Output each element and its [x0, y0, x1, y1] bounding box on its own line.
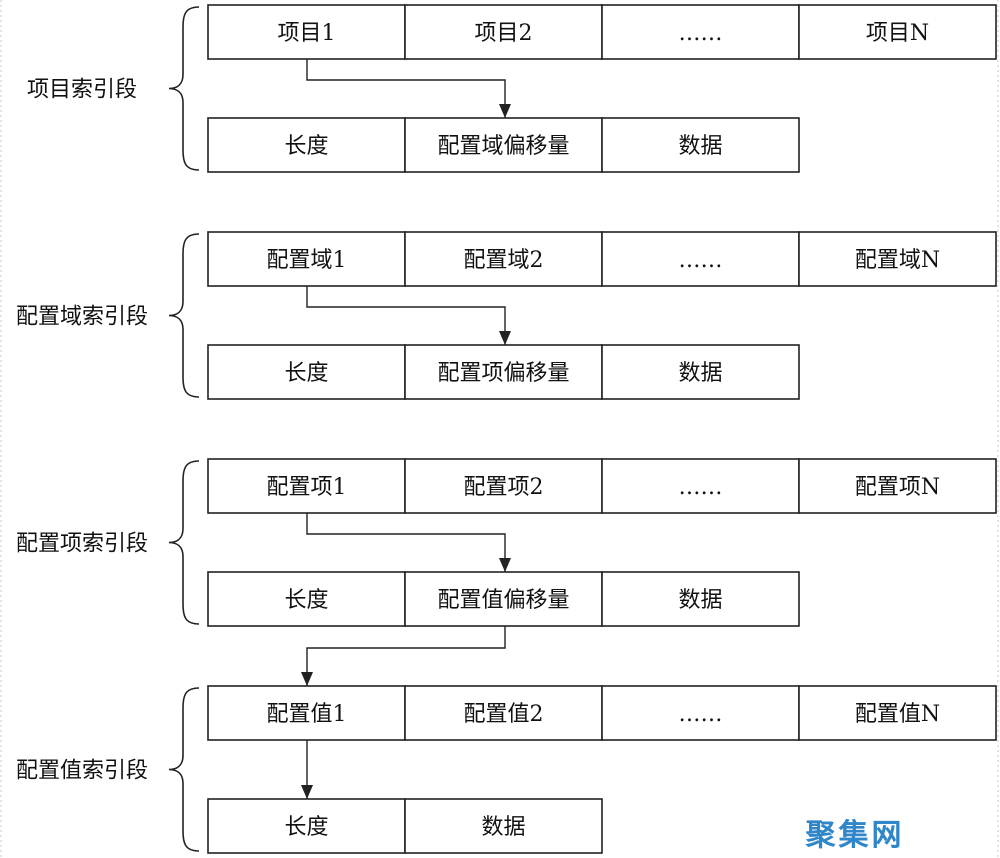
index-section: 项目1 项目2 …… 项目N 长度 配置域偏移量 数据 项目索引段 — [27, 4, 997, 173]
field-row-cell-label: 配置值偏移量 — [437, 588, 569, 613]
entry-row-cell-label: …… — [679, 475, 723, 500]
pointer-arrow-head — [499, 558, 511, 572]
value-offset-arrow-line — [306, 626, 506, 686]
entry-row-cell-label: 配置值2 — [464, 702, 544, 727]
entry-row-cell — [207, 685, 406, 741]
field-row-cell — [207, 798, 406, 854]
pointer-arrow-head — [499, 104, 511, 118]
pointer-arrow — [306, 286, 511, 345]
field-row-cell-label: 配置项偏移量 — [437, 361, 569, 386]
entry-row-cell-label: 配置值N — [855, 702, 940, 727]
pointer-arrow — [306, 513, 511, 572]
entry-row-cell — [601, 458, 800, 514]
pointer-arrow — [301, 740, 313, 799]
field-row-cell-label: 配置域偏移量 — [437, 134, 569, 159]
field-row-cell — [404, 571, 603, 627]
field-row-cell-label: 数据 — [481, 815, 525, 840]
entry-row-cell-label: 项目1 — [278, 21, 336, 46]
entry-row-cell — [798, 685, 997, 741]
entry-row-cell — [601, 685, 800, 741]
field-row-cell — [601, 117, 800, 173]
entry-row-cell-label: …… — [679, 248, 723, 273]
value-offset-arrow — [301, 626, 506, 686]
pointer-arrow-line — [306, 513, 506, 572]
entry-row-cell-label: 项目N — [866, 21, 929, 46]
field-row-cell-label: 长度 — [284, 361, 328, 386]
section-brace — [168, 687, 200, 852]
field-row-cell — [404, 117, 603, 173]
entry-row-cell-label: 配置项1 — [267, 475, 347, 500]
field-row-cell-label: 长度 — [284, 134, 328, 159]
pointer-arrow — [306, 59, 511, 118]
value-offset-arrow-head — [301, 672, 313, 686]
pointer-arrow-line — [306, 286, 506, 345]
section-brace — [168, 233, 200, 398]
field-row-cell — [207, 344, 406, 400]
watermark-logo: 聚集网 — [805, 818, 905, 853]
entry-row-cell — [798, 4, 997, 60]
index-section: 配置值1 配置值2 …… 配置值N 长度 数据 配置值索引段 — [16, 685, 997, 854]
entry-row-cell — [601, 4, 800, 60]
section-brace — [168, 6, 200, 171]
entry-row-cell-label: 配置域N — [855, 248, 940, 273]
pointer-arrow-head — [499, 331, 511, 345]
pointer-arrow-line — [306, 59, 506, 118]
field-row-cell — [404, 798, 603, 854]
section-label: 配置值索引段 — [16, 759, 148, 784]
entry-row-cell — [404, 458, 603, 514]
field-row-cell-label: 长度 — [284, 815, 328, 840]
field-row-cell-label: 数据 — [678, 361, 722, 386]
section-brace — [168, 460, 200, 625]
field-row-cell — [601, 571, 800, 627]
index-section: 配置域1 配置域2 …… 配置域N 长度 配置项偏移量 数据 配置域索引段 — [16, 231, 997, 400]
field-row-cell — [207, 571, 406, 627]
entry-row-cell — [207, 231, 406, 287]
entry-row-cell-label: …… — [679, 702, 723, 727]
field-row-cell-label: 数据 — [678, 588, 722, 613]
pointer-arrow-head — [301, 785, 313, 799]
entry-row-cell-label: 项目2 — [475, 21, 533, 46]
field-row-cell — [601, 344, 800, 400]
entry-row-cell-label: 配置项2 — [464, 475, 544, 500]
entry-row-cell — [601, 231, 800, 287]
entry-row-cell-label: 配置项N — [855, 475, 940, 500]
field-row-cell-label: 数据 — [678, 134, 722, 159]
connectors-layer — [301, 59, 511, 799]
entry-row-cell — [404, 685, 603, 741]
entry-row-cell-label: …… — [679, 21, 723, 46]
entry-row-cell — [404, 4, 603, 60]
entry-row-cell — [798, 458, 997, 514]
section-label: 配置域索引段 — [16, 305, 148, 330]
section-label: 项目索引段 — [27, 78, 137, 103]
field-row-cell-label: 长度 — [284, 588, 328, 613]
entry-row-cell-label: 配置域1 — [267, 248, 347, 273]
section-label: 配置项索引段 — [16, 532, 148, 557]
entry-row-cell-label: 配置域2 — [464, 248, 544, 273]
index-section: 配置项1 配置项2 …… 配置项N 长度 配置值偏移量 数据 配置项索引段 — [16, 458, 997, 627]
entry-row-cell — [798, 231, 997, 287]
entry-row-cell — [207, 4, 406, 60]
entry-row-cell-label: 配置值1 — [267, 702, 347, 727]
